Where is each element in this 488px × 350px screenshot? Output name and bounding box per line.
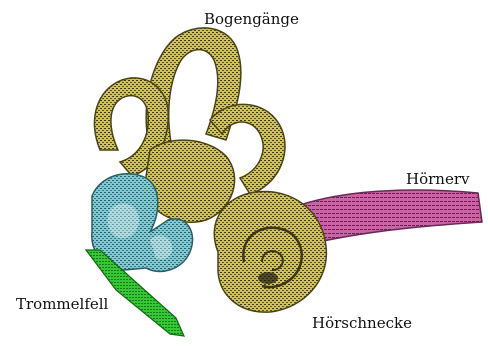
cochlea: [214, 192, 326, 313]
label-semicircular-canals: Bogengänge: [204, 12, 299, 27]
label-eardrum: Trommelfell: [16, 297, 108, 312]
label-auditory-nerve: Hörnerv: [406, 172, 469, 187]
auditory-nerve: [300, 190, 482, 244]
label-cochlea: Hörschnecke: [312, 316, 412, 331]
